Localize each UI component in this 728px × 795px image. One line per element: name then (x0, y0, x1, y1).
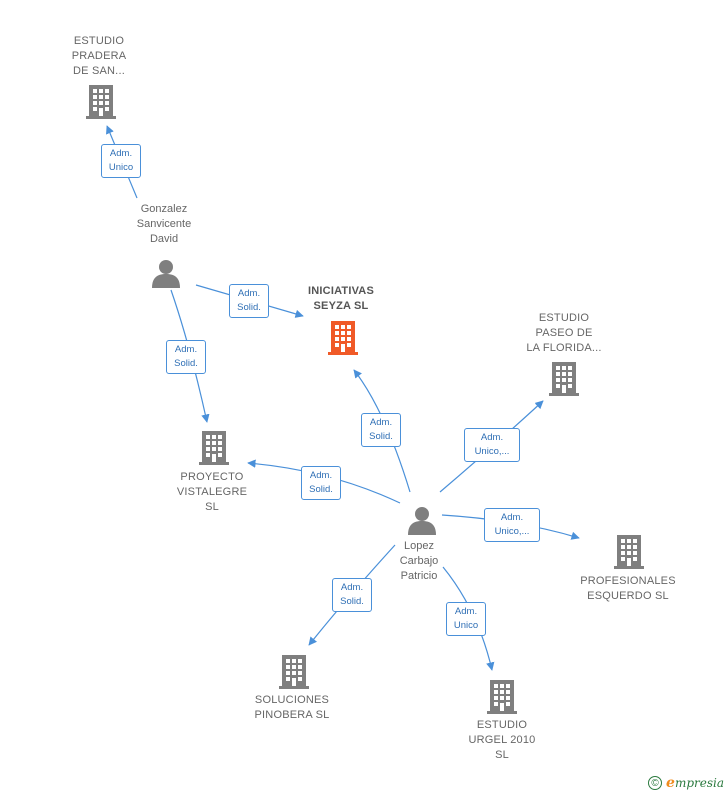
building-icon (199, 431, 229, 465)
edge-label-gonzalez-iniciativas: Adm. Solid. (229, 284, 269, 318)
edge-label-lopez-iniciativas: Adm. Solid. (361, 413, 401, 447)
node-lopez-carbajo[interactable]: Lopez Carbajo Patricio (399, 540, 439, 582)
node-estudio-urgel[interactable]: ESTUDIO URGEL 2010 SL (468, 719, 536, 761)
node-estudio-paseo-florida[interactable]: ESTUDIO PASEO DE LA FLORIDA... (526, 312, 602, 354)
edge-label-gonzalez-proyecto: Adm. Solid. (166, 340, 206, 374)
edge-label-lopez-soluciones: Adm. Solid. (332, 578, 372, 612)
brand-logo: empresia (666, 775, 724, 791)
building-icon (487, 680, 517, 714)
edge-label-lopez-profesionales: Adm. Unico,... (484, 508, 540, 542)
building-icon (549, 362, 579, 396)
building-icon (614, 535, 644, 569)
edge-label-lopez-urgel: Adm. Unico (446, 602, 486, 636)
node-estudio-pradera[interactable]: ESTUDIO PRADERA DE SAN... (71, 35, 127, 77)
person-icon (408, 507, 436, 535)
edge-label-lopez-proyecto: Adm. Solid. (301, 466, 341, 500)
node-gonzalez-sanvicente[interactable]: Gonzalez Sanvicente David (136, 203, 192, 245)
copyright-icon: © (648, 776, 663, 790)
node-soluciones-pinobera[interactable]: SOLUCIONES PINOBERA SL (254, 694, 330, 721)
building-icon (279, 655, 309, 689)
node-profesionales-esquerdo[interactable]: PROFESIONALES ESQUERDO SL (580, 575, 676, 602)
building-icon (86, 85, 116, 119)
node-iniciativas-seyza[interactable]: INICIATIVAS SEYZA SL (308, 285, 374, 312)
edge-label-lopez-paseo: Adm. Unico,... (464, 428, 520, 462)
person-icon (152, 260, 180, 288)
building-icon (328, 321, 358, 355)
node-proyecto-vistalegre[interactable]: PROYECTO VISTALEGRE SL (176, 471, 248, 513)
empresia-watermark: © empresia (648, 775, 724, 791)
edge-label-gonzalez-pradera: Adm. Unico (101, 144, 141, 178)
